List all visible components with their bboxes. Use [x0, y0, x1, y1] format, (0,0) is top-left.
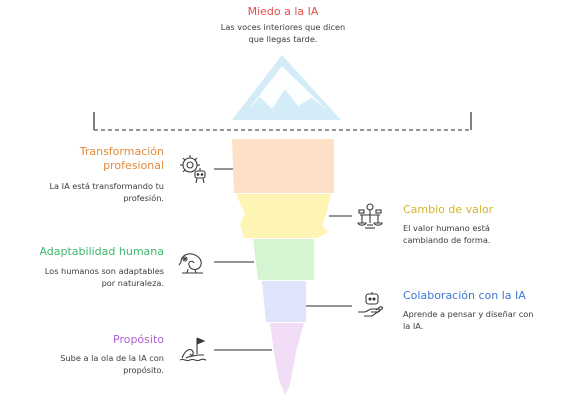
chameleon-icon [178, 253, 203, 274]
layer-transformacion [232, 139, 334, 193]
layer-cambio [236, 194, 331, 238]
cambio-description: El valor humano está cambiando de forma. [403, 222, 563, 247]
adaptabilidad-description-line1: Los humanos son adaptables [44, 266, 164, 276]
colaboracion-description: Aprende a pensar y diseñar con la IA. [403, 308, 563, 333]
transformacion-title-line1: Transformación [79, 145, 164, 158]
layer-adaptabilidad [253, 239, 314, 280]
cambio-description-line1: El valor humano está [403, 223, 490, 233]
cambio-title: Cambio de valor [403, 203, 494, 216]
colaboracion-description-line1: Aprende a pensar y diseñar con [403, 309, 534, 319]
adaptabilidad-description: Los humanos son adaptables por naturalez… [0, 265, 164, 290]
transformacion-description-line1: La IA está transformando tu [49, 181, 165, 191]
balance-scale-icon [357, 203, 383, 229]
colaboracion-description-line2: la IA. [403, 321, 424, 332]
gear-robot-icon [180, 155, 206, 184]
transformacion-description: La IA está transformando tu profesión. [0, 180, 165, 205]
top-description-line2: que llegas tarde. [248, 34, 318, 45]
iceberg-tip [232, 55, 341, 120]
layer-colaboracion [262, 281, 306, 322]
proposito-title: Propósito [113, 333, 164, 346]
transformacion-title-line2: profesional [103, 158, 164, 172]
cambio-description-line2: cambiando de forma. [403, 235, 491, 246]
adaptabilidad-description-line2: por naturaleza. [101, 278, 164, 289]
top-title: Miedo a la IA [247, 5, 319, 18]
wave-flag-icon [179, 337, 207, 362]
transformacion-title: Transformación profesional [0, 145, 164, 173]
colaboracion-title: Colaboración con la IA [403, 289, 526, 302]
robot-hand-icon [358, 292, 383, 317]
water-line [93, 112, 472, 131]
layer-proposito [270, 323, 304, 395]
proposito-description: Sube a la ola de la IA con propósito. [0, 352, 164, 377]
adaptabilidad-title: Adaptabilidad humana [39, 245, 164, 258]
transformacion-description-line2: profesión. [123, 193, 164, 204]
proposito-description-line1: Sube a la ola de la IA con [60, 353, 164, 363]
top-description: Las voces interiores que dicen que llega… [183, 21, 383, 46]
proposito-description-line2: propósito. [123, 365, 164, 376]
top-description-line1: Las voces interiores que dicen [220, 22, 346, 32]
